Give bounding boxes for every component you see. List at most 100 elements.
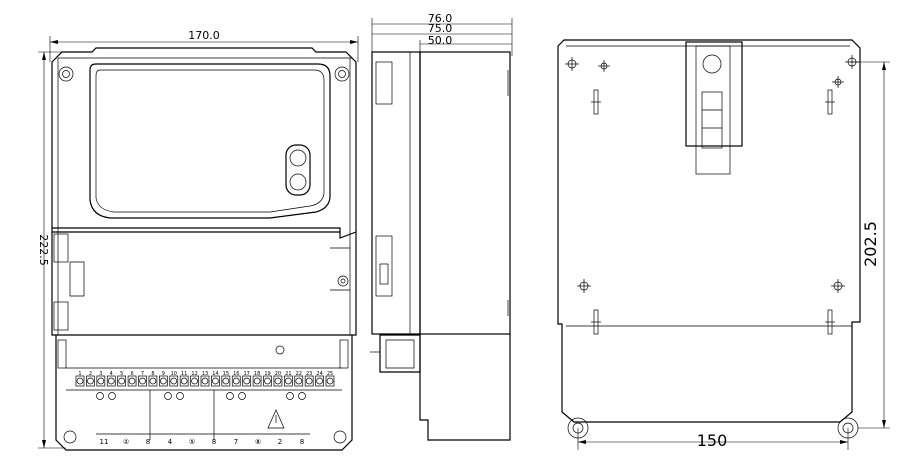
button-lower: [289, 173, 307, 191]
terminal-screw-head: [128, 377, 136, 385]
housing-inner-edge: [57, 57, 352, 335]
terminal-number: 11: [181, 371, 187, 377]
terminal-number: 23: [306, 371, 312, 377]
terminal-number: 24: [316, 371, 322, 377]
terminal-number: 17: [243, 371, 249, 377]
button-upper: [289, 149, 307, 167]
terminal-screw: [179, 375, 189, 387]
terminal-number: 12: [191, 371, 197, 377]
terminal-screw: [169, 375, 179, 387]
height-dimension-label: 222.5: [37, 234, 50, 266]
bottom-label: 7: [234, 438, 238, 446]
display-window-inner: [95, 69, 325, 213]
terminal-screw-head: [212, 377, 219, 385]
terminal-screw: [242, 375, 252, 387]
terminal-number: 8: [151, 371, 154, 377]
terminal-screw-head: [274, 377, 282, 385]
arrow-right: [350, 40, 358, 44]
terminal-number: 1: [78, 371, 81, 377]
side-base-bottom: [419, 334, 511, 441]
arrow-bottom: [42, 440, 46, 448]
bottom-label: 8: [300, 438, 304, 446]
terminal-screw: [263, 375, 272, 387]
v-arrow-bottom: [882, 420, 886, 428]
terminal-screw: [86, 375, 95, 387]
side-terminal-inner: [385, 339, 415, 369]
terminal-screw-head: [159, 377, 167, 385]
terminal-screw-head: [316, 377, 323, 385]
button-pair-frame: [285, 144, 311, 196]
terminal-number: 2: [89, 371, 92, 377]
terminal-screw: [117, 375, 127, 387]
mounting-marks: [565, 55, 859, 335]
bottom-screw-left: [63, 430, 77, 444]
bottom-label: ⑧: [255, 438, 261, 446]
terminal-screw: [200, 375, 210, 387]
front-view: 170.0 222.5: [37, 29, 359, 451]
lower-panel-top: [52, 227, 357, 239]
terminal-screw-head: [284, 377, 292, 385]
terminal-number: 15: [223, 371, 229, 377]
warning-triangle-icon: [267, 409, 285, 429]
terminal-number: 4: [110, 371, 113, 377]
terminal-number: 16: [233, 371, 239, 377]
terminal-cover-left-tab: [57, 339, 67, 369]
arrow-left: [50, 40, 58, 44]
terminal-screw-head: [118, 377, 126, 385]
terminal-screw: [221, 375, 231, 387]
terminal-screw-head: [139, 377, 146, 385]
corner-screw-tr: [334, 66, 350, 82]
terminal-screw: [211, 375, 220, 387]
terminal-number: 6: [130, 371, 133, 377]
side-latch-inner: [379, 263, 389, 285]
bottom-label: 11: [100, 438, 109, 446]
side-latch: [375, 235, 393, 297]
rear-inner-lines: [566, 45, 852, 327]
seal-screw-inner: [340, 278, 346, 284]
terminal-screw: [315, 375, 324, 387]
terminal-screw-head: [107, 377, 115, 385]
bottom-label: 8: [146, 438, 150, 446]
terminal-number: 7: [141, 371, 144, 377]
terminal-screw: [294, 375, 304, 387]
terminal-screw: [106, 375, 116, 387]
terminal-number: 21: [285, 371, 291, 377]
terminal-screw: [148, 375, 158, 387]
terminal-screw-head: [180, 377, 188, 385]
terminal-screw-head: [305, 377, 313, 385]
left-latch-lower: [53, 301, 69, 331]
hole-spacing-h-label: 150: [697, 431, 728, 450]
terminal-number: 20: [275, 371, 281, 377]
hole-spacing-v-label: 202.5: [861, 221, 880, 267]
rear-base-outline: [557, 39, 861, 423]
terminal-cover-right-tab: [339, 339, 349, 369]
terminal-screw: [158, 375, 168, 387]
width-dimension-label: 170.0: [188, 29, 220, 42]
terminal-number: 10: [171, 371, 177, 377]
side-view: 76.0 75.0 50.0: [370, 12, 513, 441]
terminal-number: 13: [202, 371, 208, 377]
terminal-screw: [273, 375, 283, 387]
terminal-screw-head: [191, 377, 198, 385]
terminal-number: 3: [99, 371, 102, 377]
terminal-lower-screw: [298, 392, 306, 400]
terminal-screw-head: [170, 377, 178, 385]
terminal-lower-screw: [238, 392, 246, 400]
terminal-screw: [190, 375, 199, 387]
terminal-screw-head: [264, 377, 271, 385]
terminal-screw-head: [295, 377, 303, 385]
terminal-lower-screw: [176, 392, 184, 400]
left-clip: [69, 261, 85, 297]
h-arrow-right: [840, 440, 848, 444]
terminal-number: 9: [162, 371, 165, 377]
depth-dim-2-label: 75.0: [428, 22, 453, 35]
bottom-label: 4: [168, 438, 173, 446]
bottom-label: ⑤: [189, 438, 195, 446]
terminal-lower-screw: [286, 392, 294, 400]
depth-dim-1-label: 76.0: [428, 12, 453, 25]
left-latch-upper: [53, 233, 69, 263]
terminal-cover: [55, 335, 353, 451]
